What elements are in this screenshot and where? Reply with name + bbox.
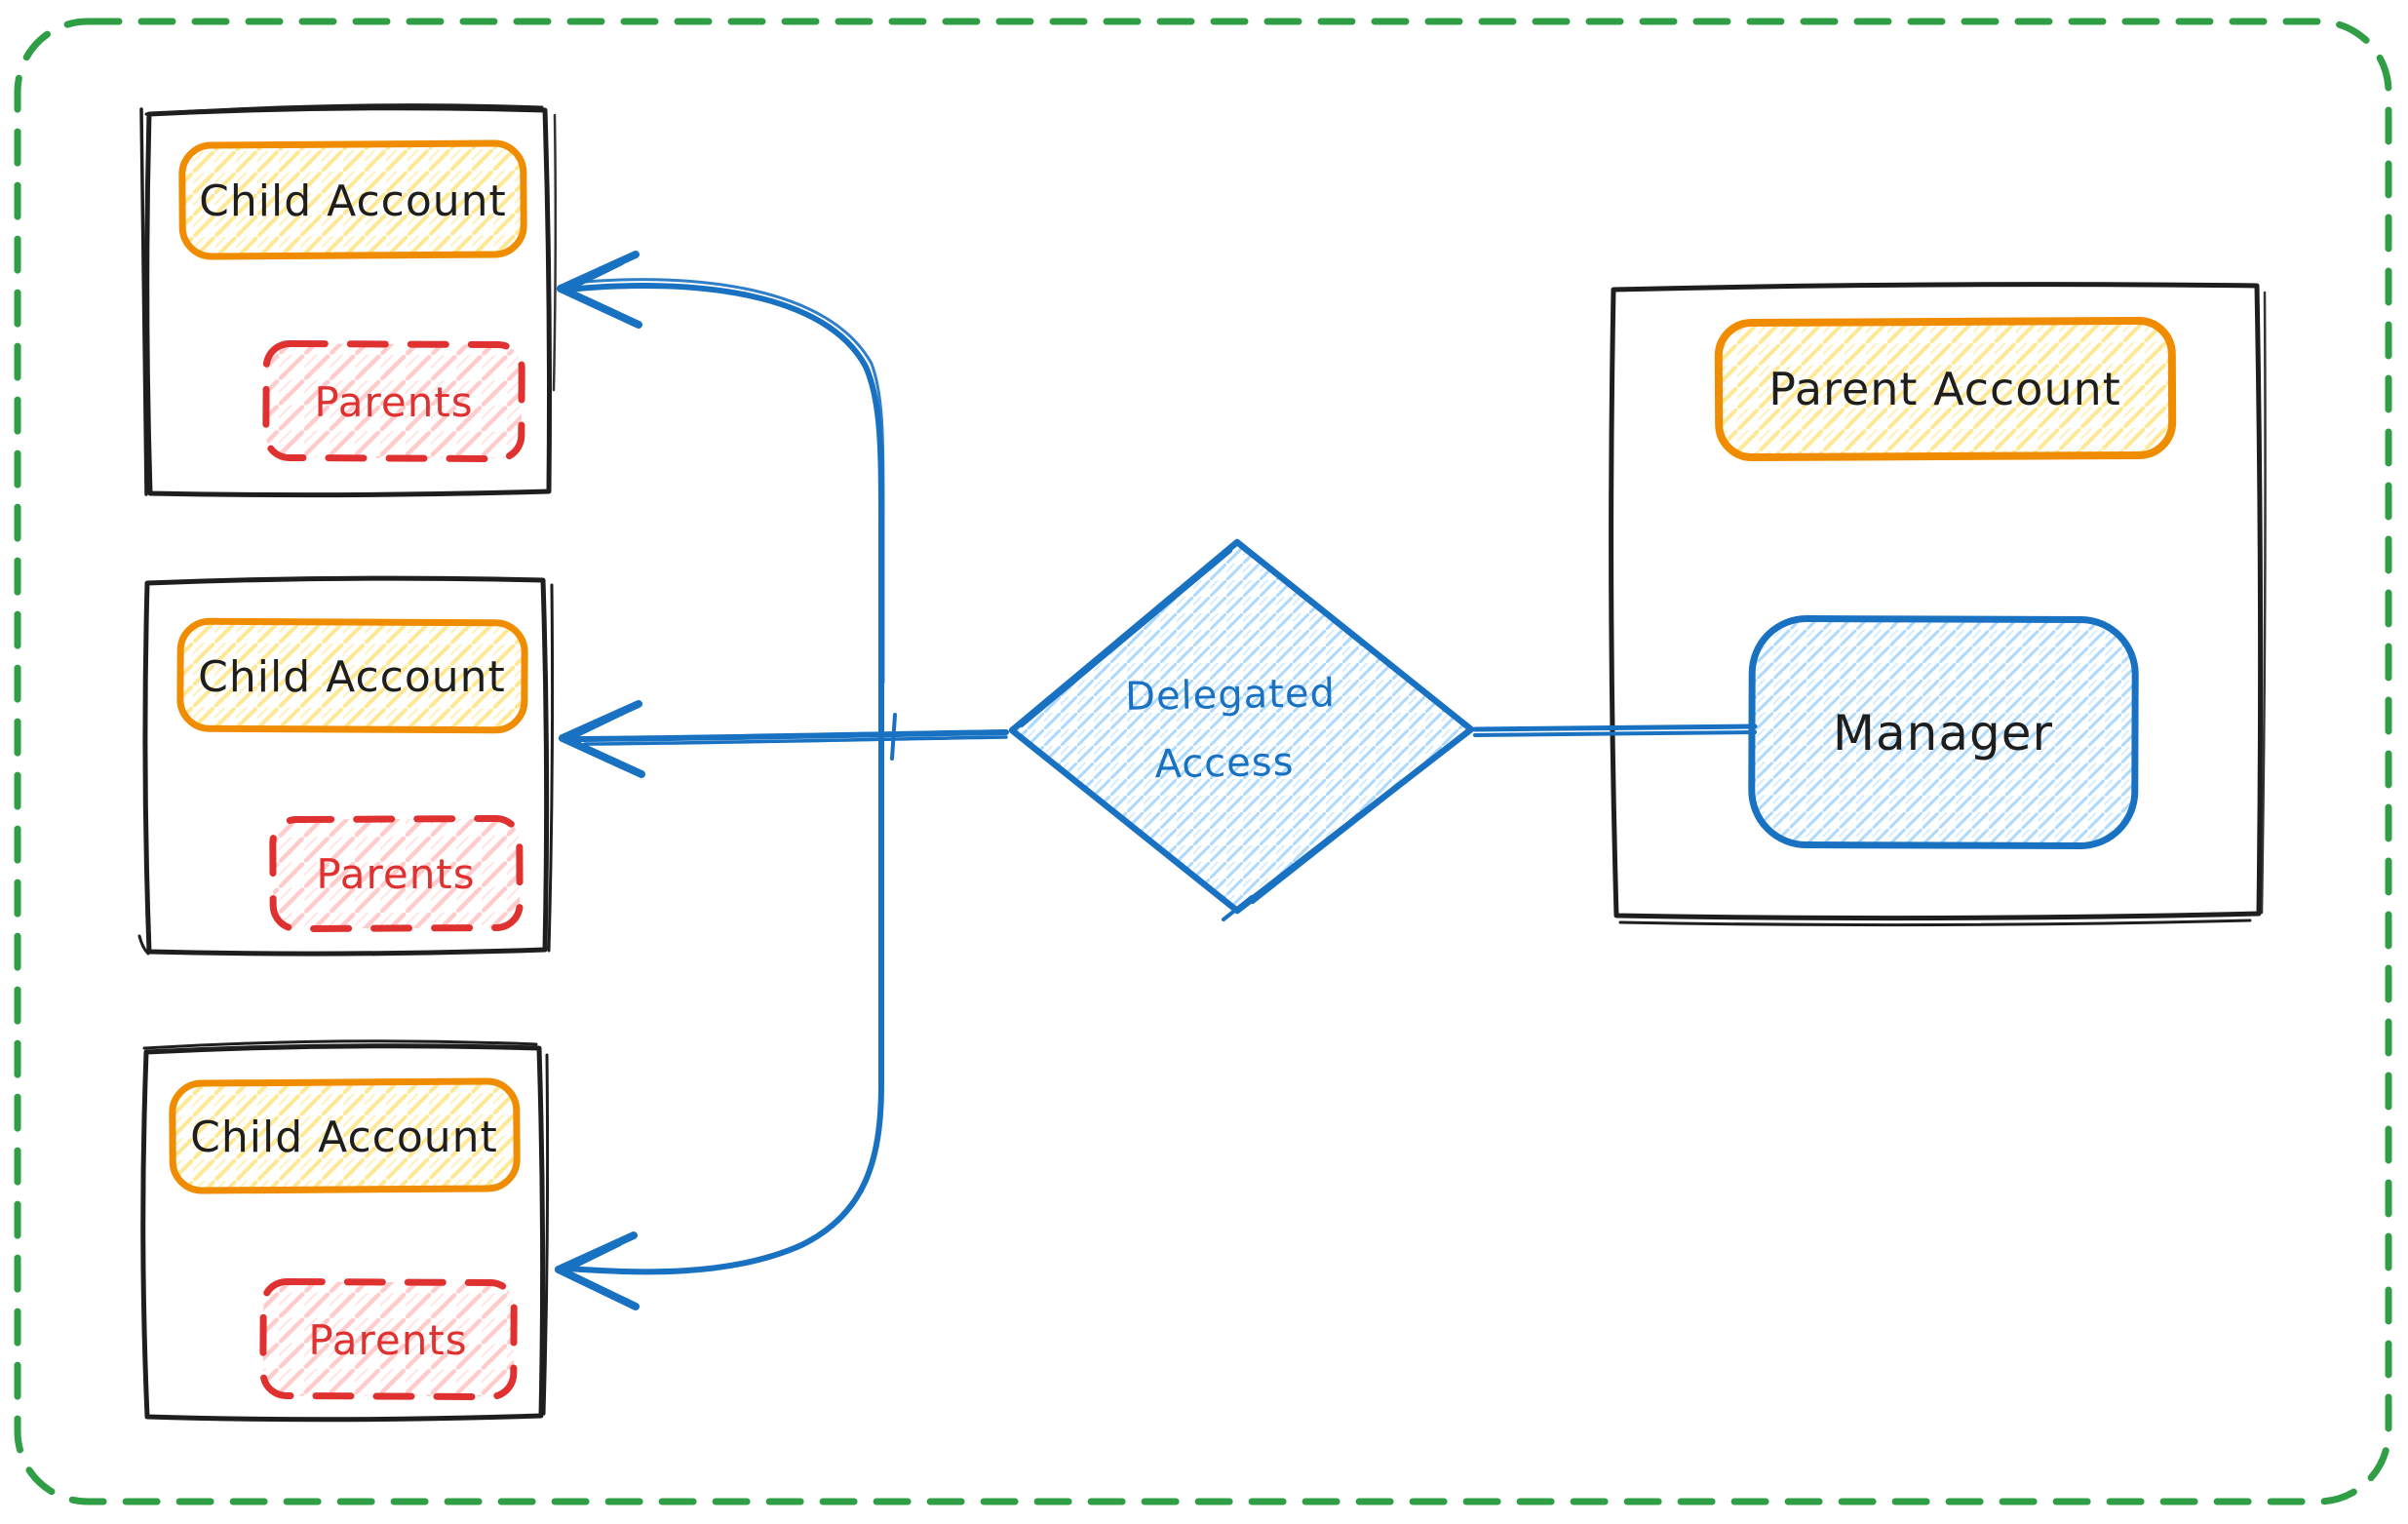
- parents-label-2: Parents: [316, 850, 475, 898]
- delegated-access-diamond[interactable]: Delegated Access: [1008, 538, 1475, 921]
- parent-account-pill[interactable]: Parent Account: [1714, 316, 2177, 462]
- delegated-access-label-line1: Delegated: [1125, 671, 1336, 720]
- parents-pill-2[interactable]: Parents: [269, 814, 524, 933]
- parents-pill-3[interactable]: Parents: [259, 1277, 518, 1401]
- parents-label-1: Parents: [314, 378, 473, 426]
- parent-account-label: Parent Account: [1768, 363, 2121, 415]
- child-account-box-2[interactable]: Child Account Parents: [137, 575, 555, 957]
- manager-pill[interactable]: Manager: [1748, 615, 2139, 849]
- child-account-pill-2[interactable]: Child Account: [176, 617, 528, 734]
- arrow-branch-to-child-1-and-3[interactable]: [555, 251, 897, 1310]
- parents-label-3: Parents: [308, 1316, 467, 1364]
- child-account-label-1: Child Account: [199, 176, 507, 226]
- canvas-boundary: [14, 18, 2392, 1505]
- child-account-label-3: Child Account: [190, 1113, 498, 1162]
- child-account-box-1[interactable]: Child Account Parents: [139, 103, 558, 498]
- delegated-access-label-line2: Access: [1154, 740, 1295, 787]
- child-account-pill-1[interactable]: Child Account: [178, 139, 527, 260]
- parent-account-box[interactable]: Parent Account Manager: [1609, 282, 2267, 927]
- child-account-label-2: Child Account: [198, 652, 506, 702]
- child-account-pill-3[interactable]: Child Account: [169, 1077, 521, 1194]
- connector-manager-to-diamond[interactable]: [1472, 723, 1758, 737]
- manager-label: Manager: [1833, 705, 2053, 762]
- arrow-diamond-to-child-2[interactable]: [559, 700, 1009, 778]
- child-account-box-3[interactable]: Child Account Parents: [140, 1039, 550, 1423]
- parents-pill-1[interactable]: Parents: [262, 339, 525, 463]
